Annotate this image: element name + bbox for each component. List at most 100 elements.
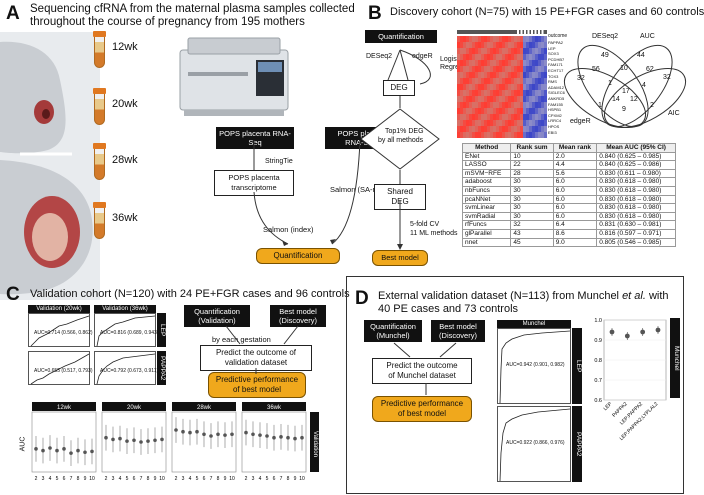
heatmap-cell bbox=[469, 60, 472, 66]
table-cell: 6.0 bbox=[552, 177, 598, 187]
heatmap-cell bbox=[529, 90, 532, 96]
venn-num: 56 bbox=[592, 66, 600, 73]
heatmap-cell bbox=[544, 96, 547, 102]
heatmap-cell bbox=[493, 102, 496, 108]
heatmap-cell bbox=[499, 54, 502, 60]
heatmap-cell bbox=[502, 108, 505, 114]
best-model-box-b: Best model bbox=[372, 250, 428, 266]
roc-plot-lep-36 bbox=[94, 313, 156, 347]
heatmap-cell bbox=[499, 114, 502, 120]
heatmap-cell bbox=[523, 102, 526, 108]
edger-method-label: edgeR bbox=[412, 53, 433, 60]
heatmap-cell bbox=[457, 108, 460, 114]
heatmap-cell bbox=[493, 42, 496, 48]
heatmap-cell bbox=[493, 60, 496, 66]
heatmap-cell bbox=[538, 102, 541, 108]
auc-point bbox=[293, 436, 297, 441]
heatmap-cell bbox=[481, 132, 484, 138]
heatmap-cell bbox=[472, 54, 475, 60]
heatmap-cell bbox=[541, 60, 544, 66]
heatmap-case-mark bbox=[534, 30, 537, 34]
heatmap-cell bbox=[496, 120, 499, 126]
heatmap-cell bbox=[481, 102, 484, 108]
heatmap-cell bbox=[520, 42, 523, 48]
heatmap-cell bbox=[496, 126, 499, 132]
heatmap-cell bbox=[460, 102, 463, 108]
venn-num: 32 bbox=[577, 75, 585, 82]
heatmap-cell bbox=[505, 66, 508, 72]
heatmap-case-mark bbox=[538, 30, 540, 34]
heatmap-cell bbox=[535, 72, 538, 78]
heatmap-cell bbox=[505, 78, 508, 84]
heatmap-gene-label: LEP bbox=[548, 45, 556, 51]
panel-c-label: C bbox=[6, 284, 20, 305]
heatmap-gene-label: HSPB1 bbox=[548, 107, 562, 113]
perf-c-line1: Predictive performance bbox=[215, 375, 299, 384]
heatmap-cell bbox=[535, 96, 538, 102]
heatmap-cell bbox=[514, 54, 517, 60]
heatmap-cell bbox=[535, 42, 538, 48]
table-cell: glParallel bbox=[461, 228, 512, 239]
heatmap-cell bbox=[460, 84, 463, 90]
heatmap-cell bbox=[505, 54, 508, 60]
heatmap-cell bbox=[502, 36, 505, 42]
heatmap-cell bbox=[508, 84, 511, 90]
roc-header-36wk: Validation (36wk) bbox=[94, 305, 156, 313]
heatmap-cell bbox=[541, 36, 544, 42]
heatmap-cell bbox=[484, 114, 487, 120]
heatmap-cell bbox=[472, 126, 475, 132]
heatmap-cell bbox=[544, 72, 547, 78]
heatmap-cell bbox=[529, 42, 532, 48]
x-tick-label: 10 bbox=[229, 476, 235, 482]
auc-point bbox=[160, 437, 164, 442]
heatmap-cell bbox=[493, 36, 496, 42]
perf-d-line2: of best model bbox=[397, 409, 447, 418]
salmon-sa-label: Salmon (SA-mode bbox=[330, 185, 392, 194]
table-cell: 10 bbox=[510, 151, 554, 162]
facet-title: 12wk bbox=[57, 405, 72, 411]
heatmap-cell bbox=[517, 36, 520, 42]
heatmap-cell bbox=[508, 108, 511, 114]
heatmap-cell bbox=[544, 84, 547, 90]
heatmap-cell bbox=[508, 90, 511, 96]
heatmap-cell bbox=[529, 78, 532, 84]
heatmap-cell bbox=[502, 132, 505, 138]
heatmap-cell bbox=[478, 42, 481, 48]
heatmap-cell bbox=[487, 132, 490, 138]
y-tick-label: 0.9 bbox=[594, 338, 602, 344]
venn-num: 4 bbox=[642, 82, 646, 89]
heatmap-cell bbox=[520, 72, 523, 78]
heatmap-cell bbox=[460, 54, 463, 60]
heatmap-cell bbox=[481, 36, 484, 42]
heatmap-cell bbox=[484, 120, 487, 126]
heatmap-cell bbox=[490, 72, 493, 78]
panel-b-label: B bbox=[368, 3, 382, 24]
venn-num: 12 bbox=[630, 96, 638, 103]
heatmap-cell bbox=[532, 84, 535, 90]
table-cell: 6.4 bbox=[552, 220, 598, 230]
validation-strip-label: Validation bbox=[312, 431, 318, 457]
best-discovery-line1: Best model bbox=[279, 307, 317, 316]
blood-tube-36wk-icon bbox=[93, 202, 106, 239]
heatmap-cell bbox=[511, 78, 514, 84]
heatmap-cell bbox=[487, 90, 490, 96]
heatmap-cell bbox=[469, 90, 472, 96]
heatmap-cell bbox=[463, 102, 466, 108]
auc-point bbox=[272, 435, 276, 440]
heatmap-cell bbox=[517, 60, 520, 66]
auc-point bbox=[125, 439, 129, 443]
heatmap-cell bbox=[502, 96, 505, 102]
heatmap-cell bbox=[481, 126, 484, 132]
heatmap-cell bbox=[505, 102, 508, 108]
heatmap-cell bbox=[526, 54, 529, 60]
table-cell: 30 bbox=[510, 177, 554, 187]
heatmap-cell bbox=[499, 96, 502, 102]
heatmap-case-mark bbox=[527, 30, 530, 34]
heatmap-cell bbox=[514, 66, 517, 72]
heatmap-cell bbox=[472, 132, 475, 138]
munchel-roc-header: Munchel bbox=[497, 320, 571, 328]
venn-label-edger: edgeR bbox=[570, 118, 591, 125]
heatmap-cell bbox=[517, 102, 520, 108]
table-cell: 2.0 bbox=[552, 151, 598, 162]
heatmap-cell bbox=[487, 114, 490, 120]
